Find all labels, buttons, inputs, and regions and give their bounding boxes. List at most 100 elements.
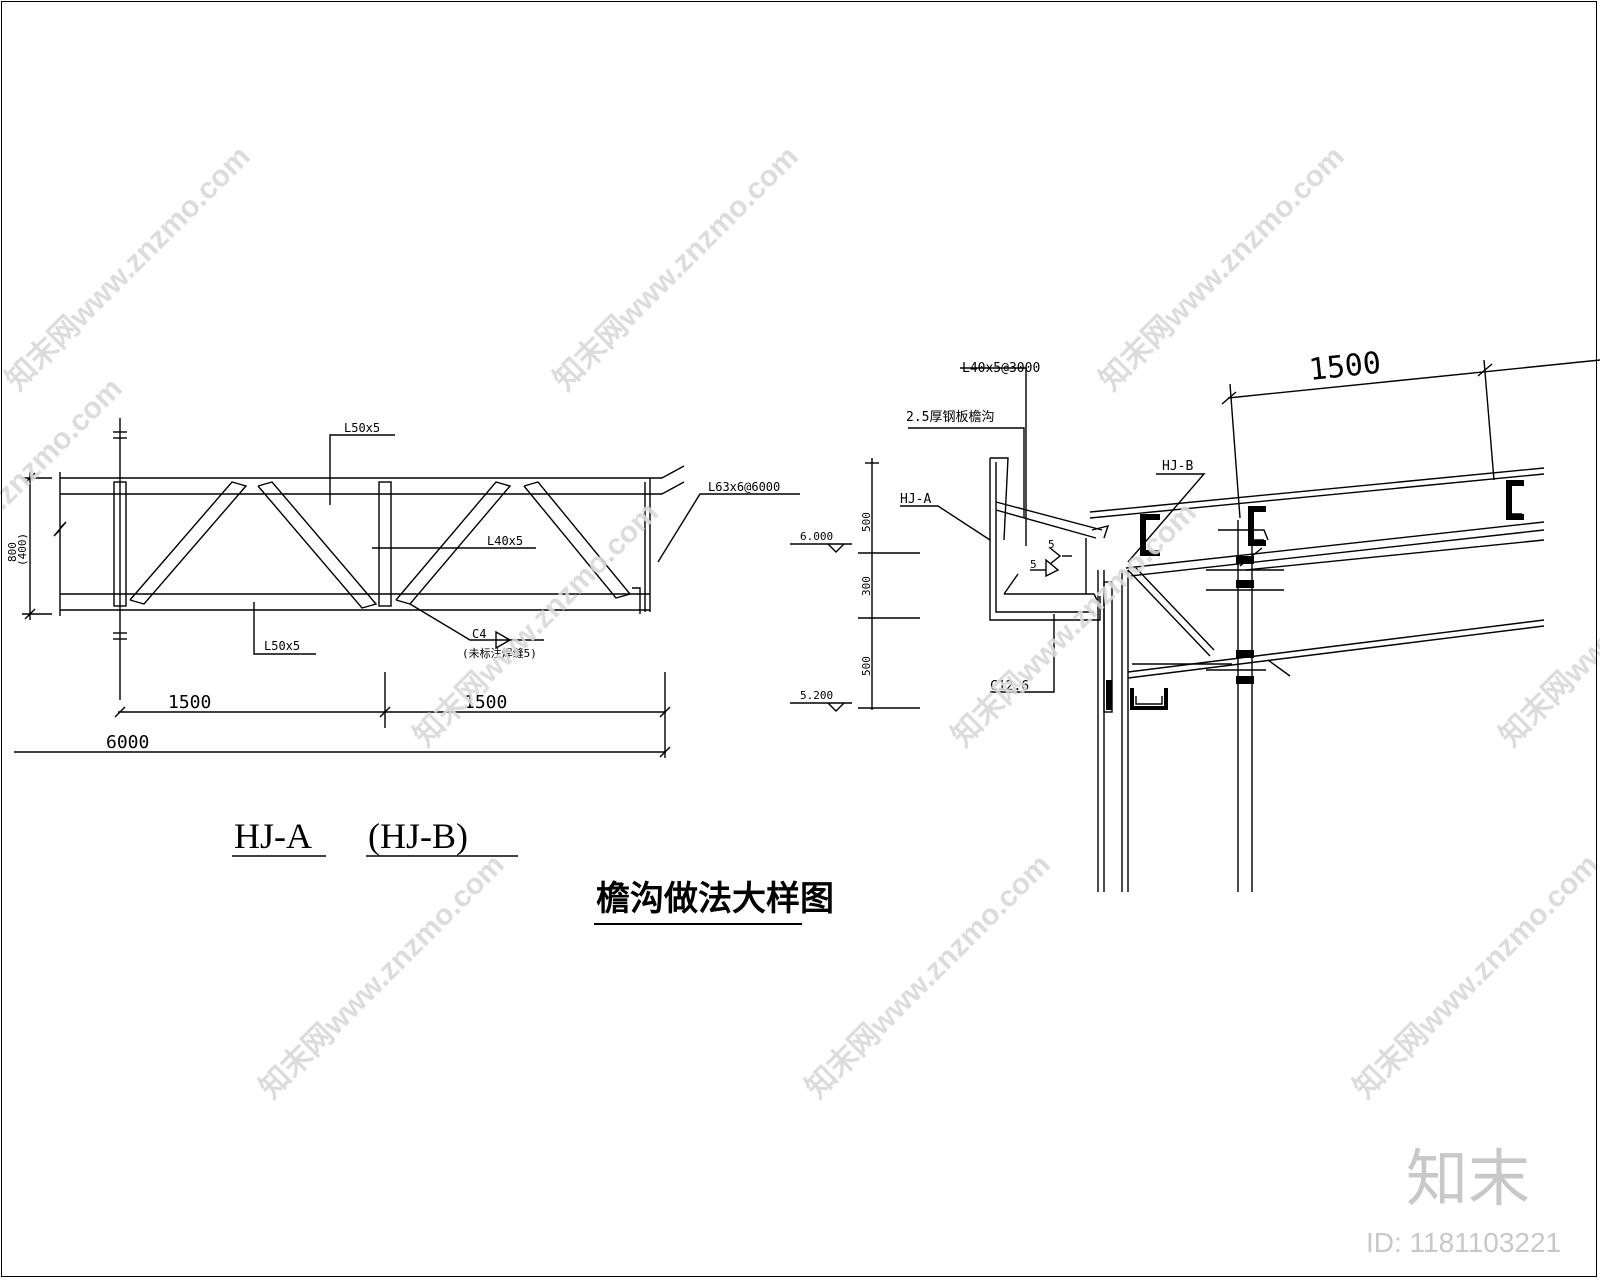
label-bottom-chord: L50x5 — [264, 639, 300, 653]
dim-line — [1227, 359, 1600, 399]
leader-line — [960, 367, 1027, 546]
dim-extension — [1229, 383, 1241, 519]
elevation-symbol — [827, 702, 845, 712]
dim-purlin-spacing: 1500 — [1307, 346, 1383, 388]
dim-top: 500 — [860, 512, 873, 532]
bracket — [1267, 659, 1291, 677]
label-end-vertical: L63x6@6000 — [708, 480, 780, 494]
leader-line — [1127, 473, 1206, 563]
leader-line — [409, 603, 544, 641]
watermark-text: 知末网www.znzmo.com — [0, 140, 257, 397]
brace — [1135, 567, 1215, 651]
watermark-text: 知末网www.znzmo.com — [946, 496, 1203, 753]
watermark-text: 知末网www.znzmo.com — [548, 140, 805, 397]
title-hj-b: (HJ-B) — [368, 816, 468, 856]
dim-tick — [379, 706, 391, 718]
dim-tick — [659, 706, 671, 718]
dim-tick — [1477, 363, 1493, 377]
weld-flag — [495, 630, 512, 650]
label-weld-1: 5 — [1030, 558, 1037, 571]
bolt-block — [1236, 580, 1254, 588]
title-hj-a: HJ-A — [234, 816, 312, 856]
leader-line — [657, 493, 800, 563]
dim-total: 6000 — [106, 732, 149, 753]
truss-vertical — [378, 481, 392, 607]
leader-line — [990, 614, 1055, 693]
roof-filled-parts — [1106, 480, 1524, 710]
bolt-block — [1236, 556, 1254, 564]
roof-sheet — [1089, 467, 1545, 513]
purlin-c-filled — [1506, 480, 1524, 520]
gutter-inner — [1003, 573, 1019, 595]
label-hj-b: HJ-B — [1162, 459, 1193, 474]
dim-extension — [1483, 359, 1495, 481]
label-web: L40x5 — [487, 534, 523, 548]
break-line — [53, 472, 67, 616]
elevation-symbol — [827, 543, 845, 553]
rafter-top — [1129, 529, 1545, 577]
rafter-bottom — [1127, 625, 1545, 679]
dim-height-inner: (400) — [16, 533, 29, 566]
truss-elevation — [14, 418, 800, 857]
brace — [1127, 569, 1211, 657]
dim-tick — [24, 472, 36, 484]
gutter-lip — [990, 457, 1009, 541]
watermark-text: 知末网www.znzmo.com — [0, 372, 129, 629]
gutter-brace — [995, 501, 1103, 531]
column-plate — [1106, 680, 1112, 710]
dim-span-1: 1500 — [168, 692, 211, 713]
label-gusset-code: C4 — [472, 627, 486, 641]
watermark-brand: 知末 — [1406, 1142, 1530, 1215]
drawing-title: 檐沟做法大样图 — [596, 880, 834, 918]
end-plate — [632, 587, 641, 614]
bolt-block — [1236, 676, 1254, 684]
rafter-top — [1125, 521, 1545, 569]
diagonal-web — [257, 481, 378, 609]
top-chord-end — [661, 465, 685, 479]
label-hj-a: HJ-A — [900, 492, 931, 507]
gutter-section — [790, 367, 1206, 892]
label-gusset-note: (未标注焊缝5) — [462, 646, 537, 660]
watermark-text: 知末网www.znzmo.com — [800, 848, 1057, 1105]
watermark-text: 知末网www.znzmo.com — [1348, 848, 1600, 1105]
gutter-plate — [989, 458, 1101, 621]
label-angle: L40x5@3000 — [962, 361, 1040, 376]
channel-filled — [1130, 688, 1168, 710]
gutter-brace-end — [1091, 525, 1110, 539]
roof-section — [1089, 359, 1600, 892]
watermark-text: 知末网www.znzmo.com — [254, 848, 511, 1105]
gutter-plate — [995, 462, 1094, 613]
dim-span-2: 1500 — [464, 692, 507, 713]
leader-line — [253, 602, 316, 655]
watermark-text: 知末网www.znzmo.com — [408, 496, 665, 753]
label-weld-2: 5 — [1048, 538, 1055, 551]
watermark-layer: 知末网www.znzmo.com 知末网www.znzmo.com 知末网www… — [0, 140, 1600, 1105]
bracket — [1218, 529, 1269, 541]
dim-tick — [659, 746, 671, 758]
diagonal-web — [129, 481, 248, 605]
leader-line — [900, 505, 991, 541]
elevation-upper: 6.000 — [800, 530, 833, 543]
dim-tick — [114, 706, 126, 718]
label-channel: C12.6 — [990, 679, 1029, 694]
rafter-line — [1245, 539, 1545, 571]
gutter-brace — [995, 509, 1097, 539]
label-plate: 2.5厚钢板檐沟 — [906, 410, 994, 425]
dim-mid: 300 — [860, 576, 873, 596]
dim-tick — [1221, 391, 1237, 405]
channel-section — [1135, 696, 1163, 705]
leader-line — [329, 434, 395, 505]
channel-section — [1131, 692, 1167, 709]
purlin-c-filled — [1140, 514, 1160, 556]
label-top-chord: L50x5 — [344, 421, 380, 435]
dim-bottom: 500 — [860, 656, 873, 676]
weld-flag — [1045, 558, 1060, 578]
dim-tick — [24, 608, 36, 620]
watermark-id: ID: 1181103221 — [1366, 1227, 1561, 1258]
bolt-block — [1236, 650, 1254, 658]
diagonal-web — [395, 481, 512, 605]
roof-sheet — [1089, 473, 1545, 519]
purlin-c-filled — [1248, 506, 1266, 546]
